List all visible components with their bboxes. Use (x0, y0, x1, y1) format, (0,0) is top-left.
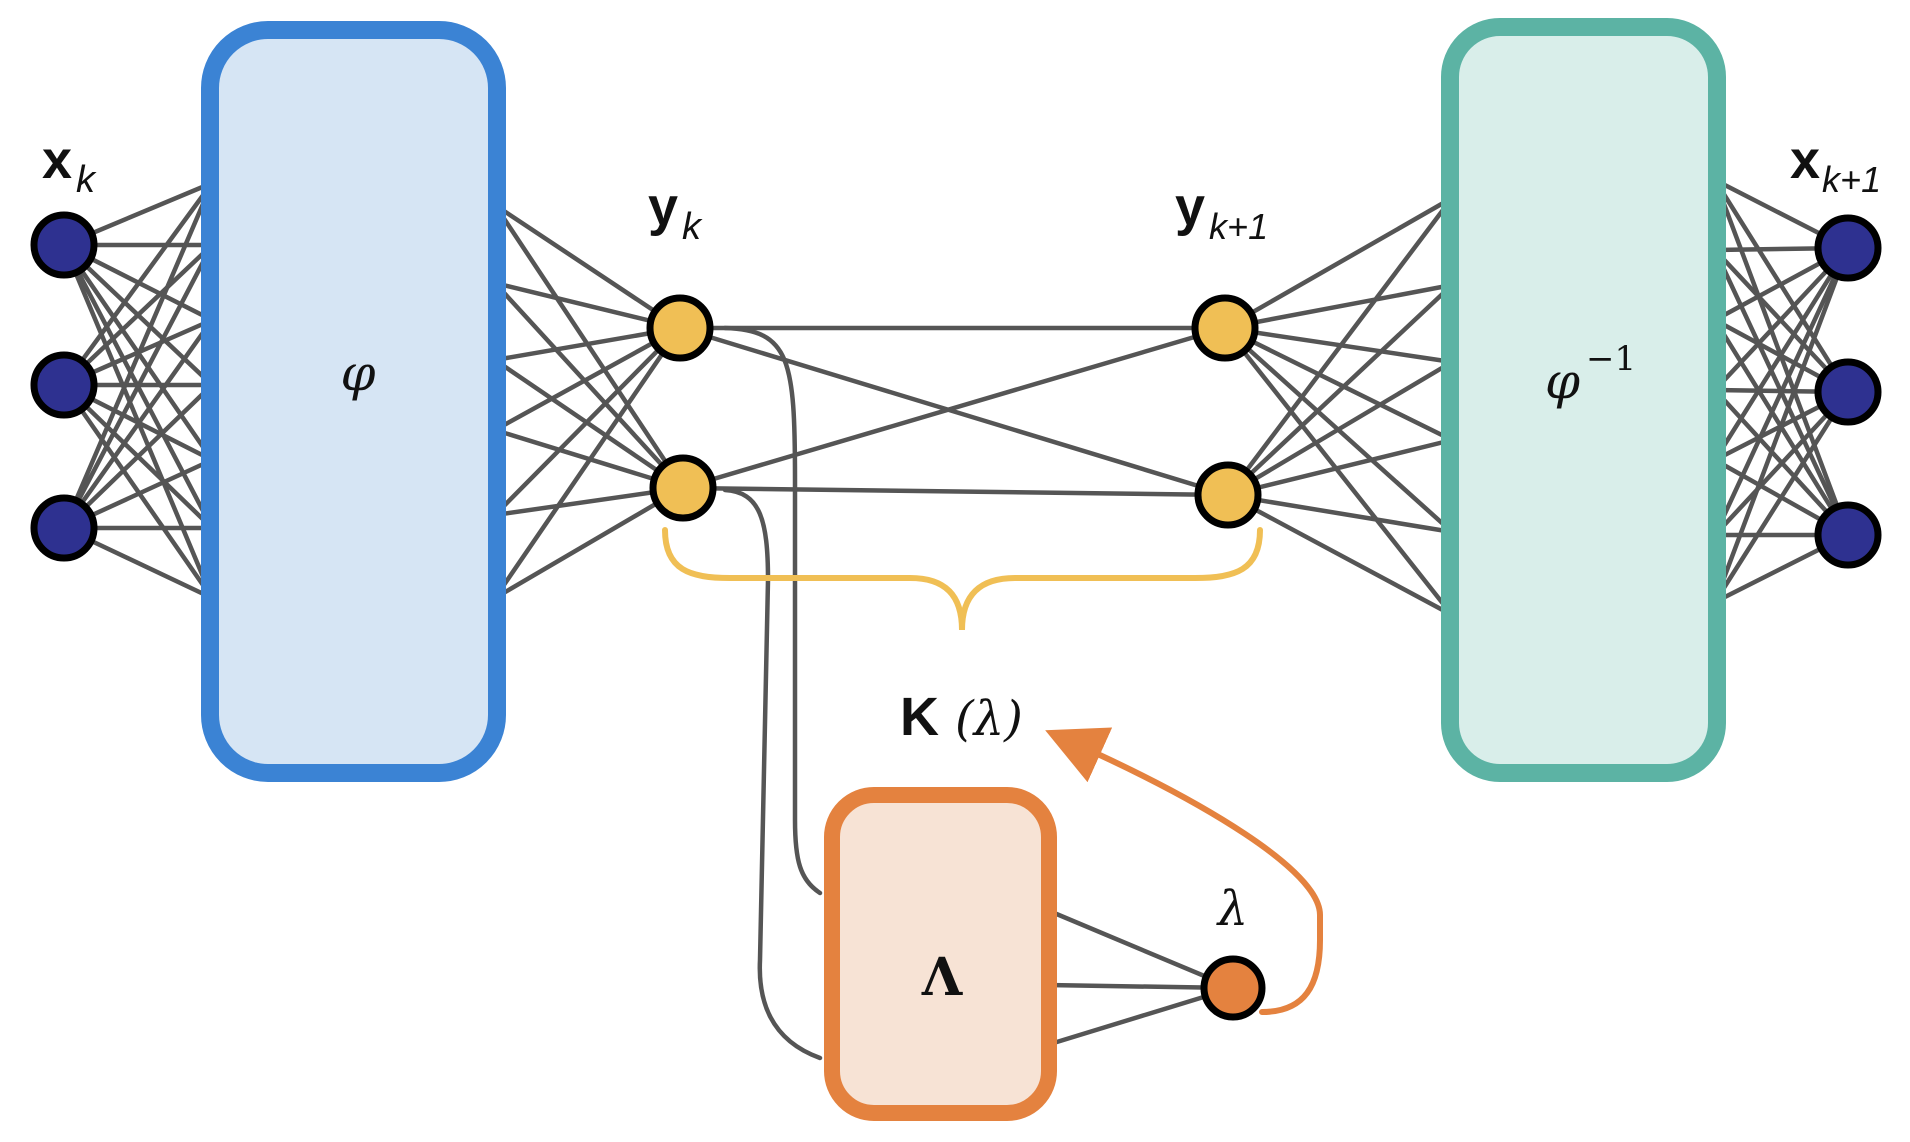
latent-to-decoder-connection (1222, 195, 1455, 331)
output-node (1814, 358, 1882, 426)
latent-to-decoder-connection (1225, 282, 1455, 498)
auxiliary-network-block (824, 787, 1057, 1121)
next-latent-state-subscript: k+1 (1209, 206, 1268, 247)
latent-state-base: y (648, 177, 678, 237)
encoder-to-latent-connection (492, 485, 686, 601)
latent-node (649, 454, 717, 522)
eigenvalue-node (1200, 955, 1266, 1021)
koopman-operator-base: K (900, 687, 939, 747)
latent-to-aux-connection (722, 487, 823, 1061)
output-node (1814, 501, 1882, 569)
next-latent-node (1191, 294, 1259, 362)
koopman-operator-label: K (λ) (900, 687, 1023, 747)
output-node (1814, 214, 1882, 282)
eigenvalue-label: λ (1216, 881, 1248, 937)
input-to-encoder-connection (61, 180, 215, 531)
nodes (30, 211, 1882, 1021)
decoder-block (1441, 18, 1726, 782)
next-state-base: x (1790, 130, 1820, 190)
latent-to-aux-connection (722, 325, 823, 896)
encoder-to-latent-connection (492, 325, 683, 433)
input-node (30, 351, 98, 419)
auxiliary-to-eigenvalue-connection (1044, 907, 1236, 991)
encoder-label: φ (340, 344, 375, 402)
input-to-encoder-connection (61, 382, 215, 601)
input-to-encoder-connection (61, 382, 215, 531)
decoder-superscript: −1 (1586, 339, 1636, 379)
encoder-to-latent-connection (492, 325, 683, 601)
input-node (30, 211, 98, 279)
latent-to-decoder-connection (1225, 492, 1455, 618)
decoder-to-output-connection (1712, 317, 1851, 538)
next-latent-state-base: y (1175, 177, 1205, 237)
latent-state-subscript: k (682, 206, 703, 248)
encoder-to-latent-connection (492, 202, 683, 331)
decoder-to-output-connection (1712, 177, 1851, 395)
encoder-to-latent-connection (492, 202, 686, 491)
latent-to-decoder-connection (1222, 325, 1455, 618)
encoder-block (201, 21, 506, 782)
input-to-encoder-connection (61, 242, 215, 531)
input-state-base: x (42, 130, 72, 190)
next-state-label: xk+1 (1790, 130, 1881, 200)
feedback-arrow (1045, 727, 1323, 1015)
latent-transition-connection (680, 485, 1231, 498)
next-state-subscript: k+1 (1822, 159, 1881, 200)
latent-brace (662, 527, 1263, 631)
koopman-operator-argument: (λ) (955, 691, 1023, 747)
decoder-label: φ−1 (1545, 339, 1636, 410)
latent-to-decoder-connection (1222, 282, 1455, 331)
input-state-subscript: k (76, 159, 97, 201)
latent-to-decoder-connection (1225, 195, 1455, 498)
latent-to-decoder-connection (1225, 437, 1455, 498)
latent-transition-connection (680, 325, 1228, 491)
next-latent-node (1194, 461, 1262, 529)
input-to-encoder-connection (61, 317, 215, 531)
input-to-encoder-connection (61, 180, 215, 388)
input-to-encoder-connection (61, 242, 215, 388)
latent-to-decoder-connection (1225, 359, 1455, 498)
latent-to-decoder-connection (1222, 325, 1455, 443)
encoder-to-latent-connection (492, 280, 686, 491)
encoder-to-latent-connection (492, 357, 686, 491)
latent-node (646, 294, 714, 362)
input-node (30, 494, 98, 562)
decoder-base: φ (1545, 352, 1580, 410)
decoder-to-output-connection (1712, 247, 1851, 538)
decoder-to-output-connection (1712, 177, 1851, 538)
latent-transition-connection (677, 325, 1231, 498)
latent-to-decoder-connection (1225, 492, 1455, 535)
auxiliary-network-label: Λ (921, 947, 963, 1008)
